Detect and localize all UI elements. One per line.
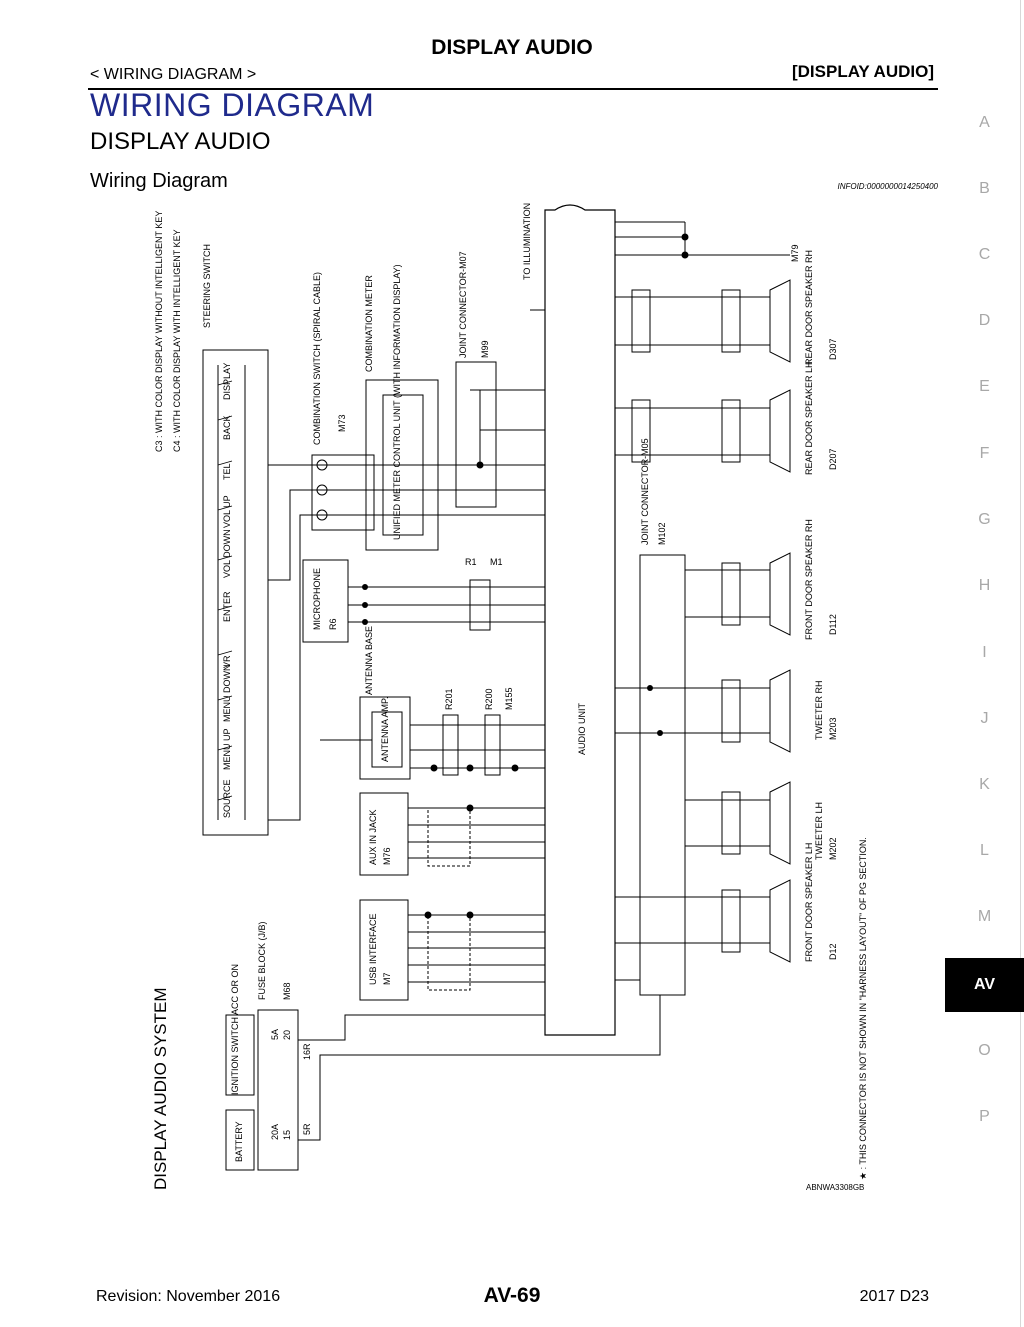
legend-c4: C4 : WITH COLOR DISPLAY WITH INTELLIGENT… <box>172 229 182 452</box>
tab-m[interactable]: M <box>977 908 992 925</box>
tab-c[interactable]: C <box>978 246 991 263</box>
aux-jack-label: AUX IN JACK <box>368 809 378 865</box>
rear-door-speaker-rh-label: REAR DOOR SPEAKER RH <box>804 250 814 365</box>
microphone-conn: R6 <box>328 618 338 630</box>
joint-connector-m05-label: JOINT CONNECTOR-M05 <box>640 438 650 545</box>
joint-connector-m07-label: JOINT CONNECTOR-M07 <box>458 251 468 358</box>
joint-connector-m05-conn: M102 <box>657 522 667 545</box>
vehicle-model: 2017 D23 <box>859 1288 929 1305</box>
switch-vr: VR <box>222 655 232 668</box>
tab-j[interactable]: J <box>980 710 989 727</box>
tweeter-lh-conn: M202 <box>828 837 838 860</box>
microphone-label: MICROPHONE <box>312 568 322 630</box>
wire-16r: 16R <box>302 1043 312 1060</box>
rear-door-speaker-lh-conn: D207 <box>828 448 838 470</box>
combination-meter-label: COMBINATION METER <box>364 275 374 372</box>
tweeter-rh-conn: M203 <box>828 717 838 740</box>
switch-menu-down: MENU DOWN <box>222 665 232 723</box>
audio-unit-label: AUDIO UNIT <box>577 702 587 755</box>
section-title: WIRING DIAGRAM <box>90 87 375 123</box>
r1-conn: R1 <box>465 557 477 567</box>
system-label: DISPLAY AUDIO SYSTEM <box>151 988 170 1191</box>
page-header-title: DISPLAY AUDIO <box>431 36 593 59</box>
fuse-20a: 20A <box>270 1124 280 1140</box>
tab-f[interactable]: F <box>979 445 990 462</box>
fuse-20a-no: 15 <box>282 1130 292 1140</box>
tab-h[interactable]: H <box>978 577 991 594</box>
steering-switch-label: STEERING SWITCH <box>202 244 212 328</box>
tab-d[interactable]: D <box>978 312 991 329</box>
m155-conn: M155 <box>504 687 514 710</box>
to-illumination-label: TO ILLUMINATION <box>522 203 532 280</box>
tweeter-lh-label: TWEETER LH <box>814 802 824 860</box>
switch-back: BACK <box>222 415 232 440</box>
antenna-base-label: ANTENNA BASE <box>364 626 374 695</box>
combination-switch-conn: M73 <box>337 414 347 432</box>
breadcrumb[interactable]: < WIRING DIAGRAM > <box>90 66 257 83</box>
page-number: AV-69 <box>483 1284 541 1307</box>
tab-b[interactable]: B <box>979 180 990 197</box>
tab-e[interactable]: E <box>979 378 990 395</box>
info-id: INFOID:0000000014250400 <box>837 182 938 191</box>
front-door-speaker-lh-conn: D12 <box>828 943 838 960</box>
m79-conn: M79 <box>790 244 800 262</box>
switch-enter: ENTER <box>222 591 232 622</box>
switch-source: SOURCE <box>222 779 232 818</box>
tab-p[interactable]: P <box>979 1108 990 1125</box>
tweeter-rh-label: TWEETER RH <box>814 681 824 741</box>
switch-menu-up: MENU UP <box>222 728 232 770</box>
figure-code: ABNWA3308GB <box>806 1183 864 1192</box>
header-divider <box>88 88 938 90</box>
tab-o[interactable]: O <box>978 1042 991 1059</box>
usb-interface-label: USB INTERFACE <box>368 913 378 985</box>
aux-jack-conn: M76 <box>382 847 392 865</box>
switch-display: DISPLAY <box>222 363 232 400</box>
m1-conn: M1 <box>490 557 503 567</box>
antenna-amp-label: ANTENNA AMP. <box>380 697 390 762</box>
switch-vol-down: VOL DOWN <box>222 529 232 578</box>
front-door-speaker-lh-label: FRONT DOOR SPEAKER LH <box>804 843 814 962</box>
combination-switch-label: COMBINATION SWITCH (SPIRAL CABLE) <box>312 272 322 445</box>
harness-footnote: ★ : THIS CONNECTOR IS NOT SHOWN IN "HARN… <box>858 837 868 1180</box>
rear-door-speaker-rh-conn: D307 <box>828 338 838 360</box>
front-door-speaker-rh-conn: D112 <box>828 614 838 635</box>
tab-av[interactable]: AV <box>945 958 1024 1012</box>
front-door-speaker-rh-label: FRONT DOOR SPEAKER RH <box>804 519 814 640</box>
revision-date: Revision: November 2016 <box>96 1288 281 1305</box>
fuse-5a-no: 20 <box>282 1030 292 1040</box>
rear-door-speaker-lh-label: REAR DOOR SPEAKER LH <box>804 361 814 475</box>
tab-i[interactable]: I <box>982 644 987 661</box>
switch-tel: TEL <box>222 463 232 480</box>
tab-l[interactable]: L <box>980 842 989 859</box>
section-tag: [DISPLAY AUDIO] <box>791 62 934 81</box>
section-subtitle: DISPLAY AUDIO <box>90 128 271 155</box>
unified-meter-label: UNIFIED METER CONTROL UNIT (WITH INFORMA… <box>392 264 402 540</box>
diagram-heading: Wiring Diagram <box>90 170 228 192</box>
tab-k[interactable]: K <box>979 776 990 793</box>
page-edge <box>1020 0 1021 1327</box>
fuse-block-conn: M68 <box>282 982 292 1000</box>
usb-interface-conn: M7 <box>382 972 392 985</box>
switch-vol-up: VOL UP <box>222 495 232 528</box>
joint-connector-m07-conn: M99 <box>480 340 490 358</box>
fuse-block-label: FUSE BLOCK (J/B) <box>257 921 267 1000</box>
tab-g[interactable]: G <box>978 511 991 528</box>
r201-conn: R201 <box>444 688 454 710</box>
r200-conn: R200 <box>484 688 494 710</box>
battery-label: BATTERY <box>234 1121 244 1162</box>
legend-c3: C3 : WITH COLOR DISPLAY WITHOUT INTELLIG… <box>154 211 164 452</box>
tab-a[interactable]: A <box>979 114 990 131</box>
wire-5r: 5R <box>302 1123 312 1135</box>
fuse-5a: 5A <box>270 1029 280 1040</box>
ignition-switch-label: IGNITION SWITCH ACC OR ON <box>230 964 240 1095</box>
